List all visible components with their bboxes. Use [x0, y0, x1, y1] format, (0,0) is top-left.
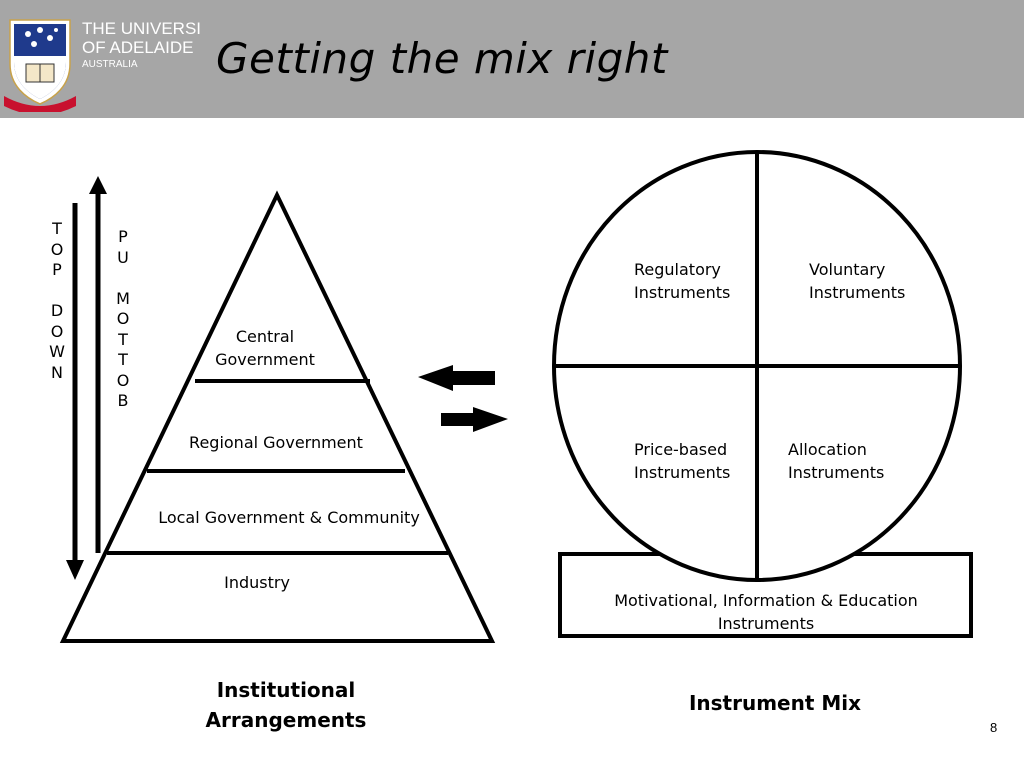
- pyramid: [59, 190, 496, 643]
- instrument-base-box: [558, 552, 973, 638]
- logo-text-line3: AUSTRALIA: [82, 59, 138, 70]
- institutional-arrangements-caption: Institutional Arrangements: [205, 678, 367, 732]
- industry-label: Industry: [224, 573, 290, 592]
- arrow-left-icon: [418, 365, 495, 391]
- diagram-canvas: [59, 150, 973, 643]
- regional-government-label: Regional Government: [189, 433, 363, 452]
- regulatory-instruments-label: Regulatory Instruments: [634, 260, 731, 302]
- header-bar: THE UNIVERSITY OF ADELAIDE AUSTRALIA Get…: [0, 0, 1024, 118]
- instrument-mix-caption: Instrument Mix: [688, 691, 862, 715]
- arrow-right-icon: [441, 407, 508, 432]
- motivational-instruments-label: Motivational, Information & Education In…: [614, 591, 918, 633]
- logo-text-line2: OF ADELAIDE: [82, 38, 193, 57]
- voluntary-instruments-label: Voluntary Instruments: [809, 260, 906, 302]
- top-down-arrowhead: [66, 560, 84, 580]
- allocation-instruments-label: Allocation Instruments: [788, 440, 885, 482]
- university-logo: THE UNIVERSITY OF ADELAIDE AUSTRALIA: [4, 19, 200, 112]
- local-government-label: Local Government & Community: [158, 508, 420, 527]
- logo-text-line1: THE UNIVERSITY: [82, 19, 200, 38]
- bottom-up-arrowhead: [89, 176, 107, 194]
- page-number: 8: [990, 720, 998, 735]
- page-title: Getting the mix right: [216, 34, 668, 83]
- price-based-instruments-label: Price-based Instruments: [634, 440, 731, 482]
- central-government-label: Central Government: [215, 327, 315, 369]
